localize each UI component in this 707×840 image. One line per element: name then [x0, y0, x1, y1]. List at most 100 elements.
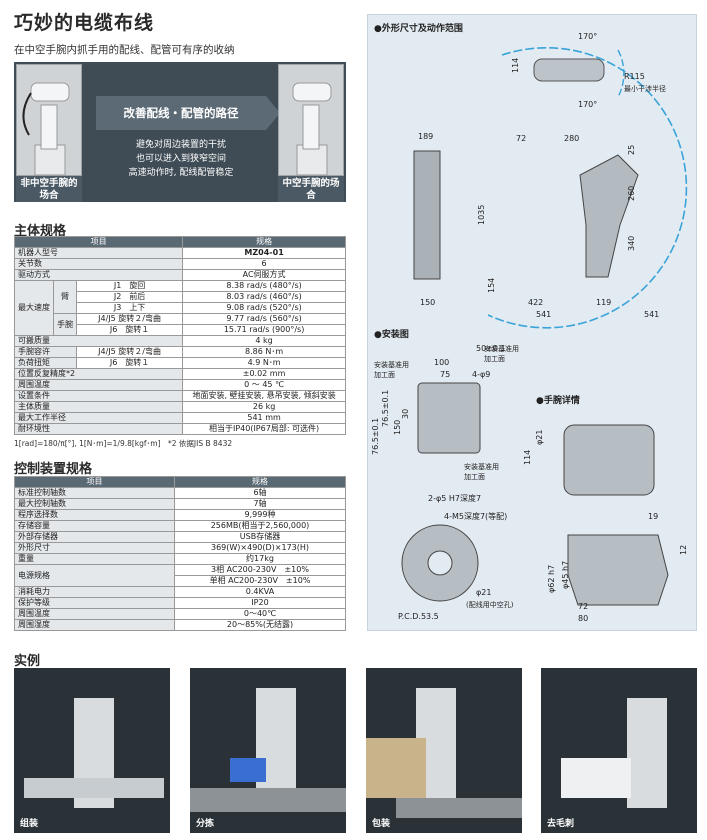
- dim-label: 100: [434, 358, 449, 367]
- table-row: 手腕容许 J4/J5 旋转２/弯曲 8.86 N･m: [14, 346, 346, 358]
- table-header: 规格: [182, 236, 346, 248]
- controller-spec-title: 控制装置规格: [14, 462, 93, 477]
- spec-label: 存储容量: [14, 520, 175, 532]
- table-row: 最大速度 臂 J1 旋回 8.38 rad/s (480°/s): [14, 280, 346, 336]
- dim-label: (配线用中空孔): [466, 600, 514, 609]
- dim-label: 119: [596, 298, 611, 307]
- spec-label: 可搬质量: [13, 335, 184, 347]
- dim-label: φ62 h7: [547, 565, 556, 593]
- joint-motion: 旋转１: [125, 358, 150, 367]
- spec-label: 主体质量: [13, 401, 184, 413]
- spec-value: IP20: [174, 597, 346, 609]
- spec-label: 负荷扭矩: [14, 357, 77, 369]
- left-robot-label-sub: 电缆外露: [34, 203, 64, 212]
- dim-label: 安装基准用: [374, 360, 409, 369]
- robot-illustration: [22, 82, 70, 176]
- spec-value: 9.08 rad/s (520°/s): [182, 302, 346, 314]
- example-label: 组装: [20, 819, 39, 829]
- spec-label: 外部存储器: [14, 531, 175, 543]
- joint-id: J4/J5: [98, 314, 116, 323]
- page-title: 巧妙的电缆布线: [14, 12, 155, 34]
- dim-label: 114: [523, 450, 532, 465]
- spec-value: AC伺服方式: [182, 269, 346, 281]
- drawing-panel: ●外形尺寸及动作范围 170° 170° 114 R115 最小干涉半径 189…: [367, 14, 697, 631]
- spec-label: 机器人型号: [13, 247, 184, 259]
- table-row: 耐环境性相当于IP40(IP67局部: 可选件): [13, 423, 346, 435]
- dim-label: 25: [627, 145, 636, 155]
- spec-value: 7轴: [174, 498, 346, 510]
- dim-label: 30: [401, 409, 410, 419]
- robot-illustration: [292, 82, 332, 176]
- spec-value: 8.86 N･m: [182, 346, 346, 358]
- joint-cell: J4/J5 旋转２/弯曲: [75, 313, 184, 325]
- example-photo-sorting: 分拣: [190, 668, 346, 833]
- table-row: 位置反复精度*2±0.02 mm: [13, 368, 346, 380]
- joint-cell: J6 旋转１: [75, 324, 184, 336]
- robot-side-view: [579, 154, 639, 278]
- joint-id: J1: [113, 281, 122, 290]
- joint-cell: J2 前后: [75, 291, 184, 303]
- spec-value: 6轴: [174, 487, 346, 499]
- joint-id: J2: [113, 292, 122, 301]
- dim-label: 75: [440, 370, 450, 379]
- dim-label: 541: [644, 310, 659, 319]
- spec-value: 0～40℃: [174, 608, 346, 620]
- example-photo-assembly: 组装: [14, 668, 170, 833]
- spec-value: 4.9 N･m: [182, 357, 346, 369]
- wrist-range-arc: [617, 49, 625, 98]
- spec-value: 541 mm: [182, 412, 346, 424]
- wrist-side-view: [563, 424, 655, 496]
- spec-footnote: 1[rad]=180/π[°], 1[N･m]=1/9.8[kgf･m] *2 …: [14, 439, 233, 448]
- spec-value: 15.71 rad/s (900°/s): [182, 324, 346, 336]
- page-subtitle: 在中空手腕内抓手用的配线、配管可有序的收纳: [14, 44, 235, 56]
- joint-motion: 旋转２/弯曲: [118, 314, 161, 323]
- spec-value: 6: [182, 258, 346, 270]
- dim-label: 加工面: [374, 370, 395, 379]
- dim-label: 72: [516, 134, 526, 143]
- spec-value: 单相 AC200-230V ±10%: [174, 575, 346, 587]
- dim-label: 541: [536, 310, 551, 319]
- install-title: ●安装图: [374, 328, 409, 340]
- range-arc: [487, 47, 688, 329]
- spec-value: 8.03 rad/s (460°/s): [182, 291, 346, 303]
- dim-label: P.C.D.53.5: [398, 612, 439, 621]
- joint-cell: J1 旋回: [75, 280, 184, 292]
- table-header: 项目: [13, 236, 184, 248]
- right-robot-label-sub: 手腕内收纳电缆: [284, 203, 338, 212]
- example-photo-deburring: 去毛刺: [541, 668, 697, 833]
- spec-label: 程序选择数: [14, 509, 175, 521]
- spec-value: 0.4KVA: [174, 586, 346, 598]
- spec-value: USB存储器: [174, 531, 346, 543]
- range-title: ●外形尺寸及动作范围: [374, 22, 463, 34]
- joint-id: J6: [109, 358, 118, 367]
- dim-label: 1035: [477, 205, 486, 225]
- spec-value: 8.38 rad/s (480°/s): [182, 280, 346, 292]
- dim-label: 72: [578, 602, 588, 611]
- dim-label: 76.5±0.1: [371, 418, 380, 455]
- table-row: 负荷扭矩 J6 旋转１ 4.9 N･m: [14, 357, 346, 369]
- dim-label: 4-φ9: [472, 370, 490, 379]
- dim-label: 422: [528, 298, 543, 307]
- spec-label: 周围温度: [13, 379, 184, 391]
- dim-label: 安装基准用: [464, 462, 499, 471]
- table-header: 项目: [14, 476, 175, 488]
- spec-label: 手腕: [53, 313, 77, 336]
- dim-label: 340: [627, 236, 636, 251]
- dim-label: 12: [679, 545, 688, 555]
- robot-exposed-cable-image: [16, 64, 82, 176]
- spec-value: 约17kg: [174, 553, 346, 565]
- robot-top-view: [533, 58, 605, 82]
- spec-value: 0 ～ 45 ℃: [182, 379, 346, 391]
- spec-label: 位置反复精度*2: [13, 368, 184, 380]
- spec-label: 设置条件: [13, 390, 184, 402]
- arrow-head-icon: [266, 96, 280, 130]
